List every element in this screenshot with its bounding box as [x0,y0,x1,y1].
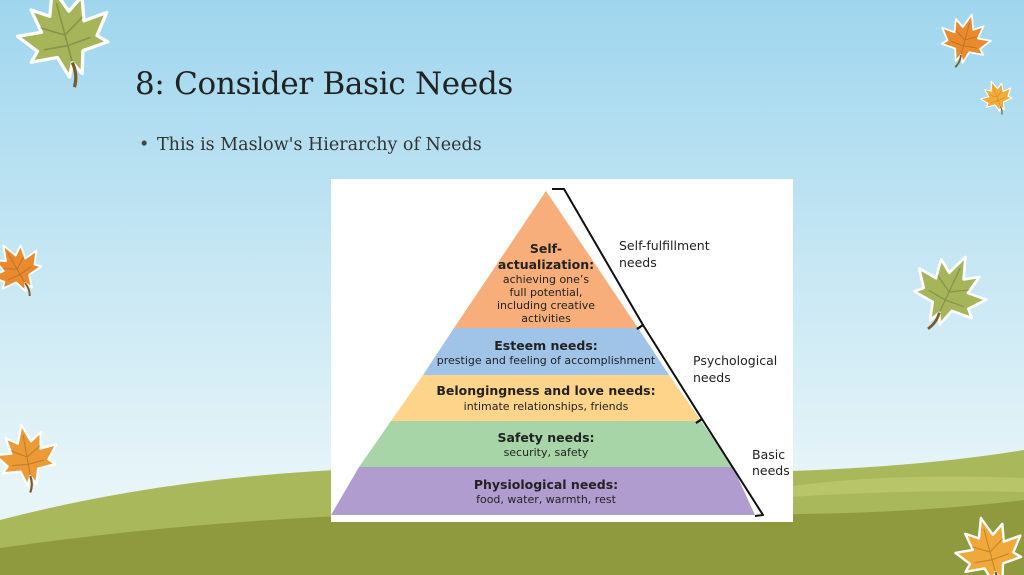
tier-heading: Self- [530,241,562,256]
maslow-pyramid-diagram: Self- actualization: achieving one’s ful… [331,188,790,517]
bracket-basic [695,418,764,517]
tier-description: food, water, warmth, rest [476,493,616,506]
pyramid-tier-safety [359,421,733,467]
bullet-text: This is Maslow's Hierarchy of Needs [157,135,482,155]
pyramid-tier-esteem [423,328,669,375]
tier-heading: actualization: [498,257,594,272]
slide-title: 8: Consider Basic Needs [135,66,514,102]
bullet-dot: • [139,135,150,155]
tier-description: security, safety [504,446,589,459]
pyramid-tier-self-actualization [454,191,638,328]
group-label: Self-fulfillment [619,238,710,253]
maslow-pyramid-figure: Self- actualization: achieving one’s ful… [331,179,793,522]
bullet-item: • This is Maslow's Hierarchy of Needs [139,135,482,155]
group-label: needs [619,255,657,270]
tier-description: intimate relationships, friends [464,400,629,413]
tier-heading: Belongingness and love needs: [436,383,655,398]
hill-highlight [700,476,1024,505]
tier-description: including creative [497,299,595,312]
group-label: needs [752,463,790,478]
group-label: Psychological [693,353,777,368]
tier-description: activities [521,312,571,325]
group-label: Basic [752,447,785,462]
tier-description: full potential, [510,286,583,299]
tier-description: achieving one’s [503,273,590,286]
pyramid-tier-belongingness [391,375,701,421]
tier-description: prestige and feeling of accomplishment [437,354,656,367]
group-label: needs [693,370,731,385]
tier-heading: Safety needs: [497,430,594,445]
tier-heading: Esteem needs: [494,338,598,353]
tier-heading: Physiological needs: [474,477,618,492]
pyramid-tier-physiological [331,467,755,515]
